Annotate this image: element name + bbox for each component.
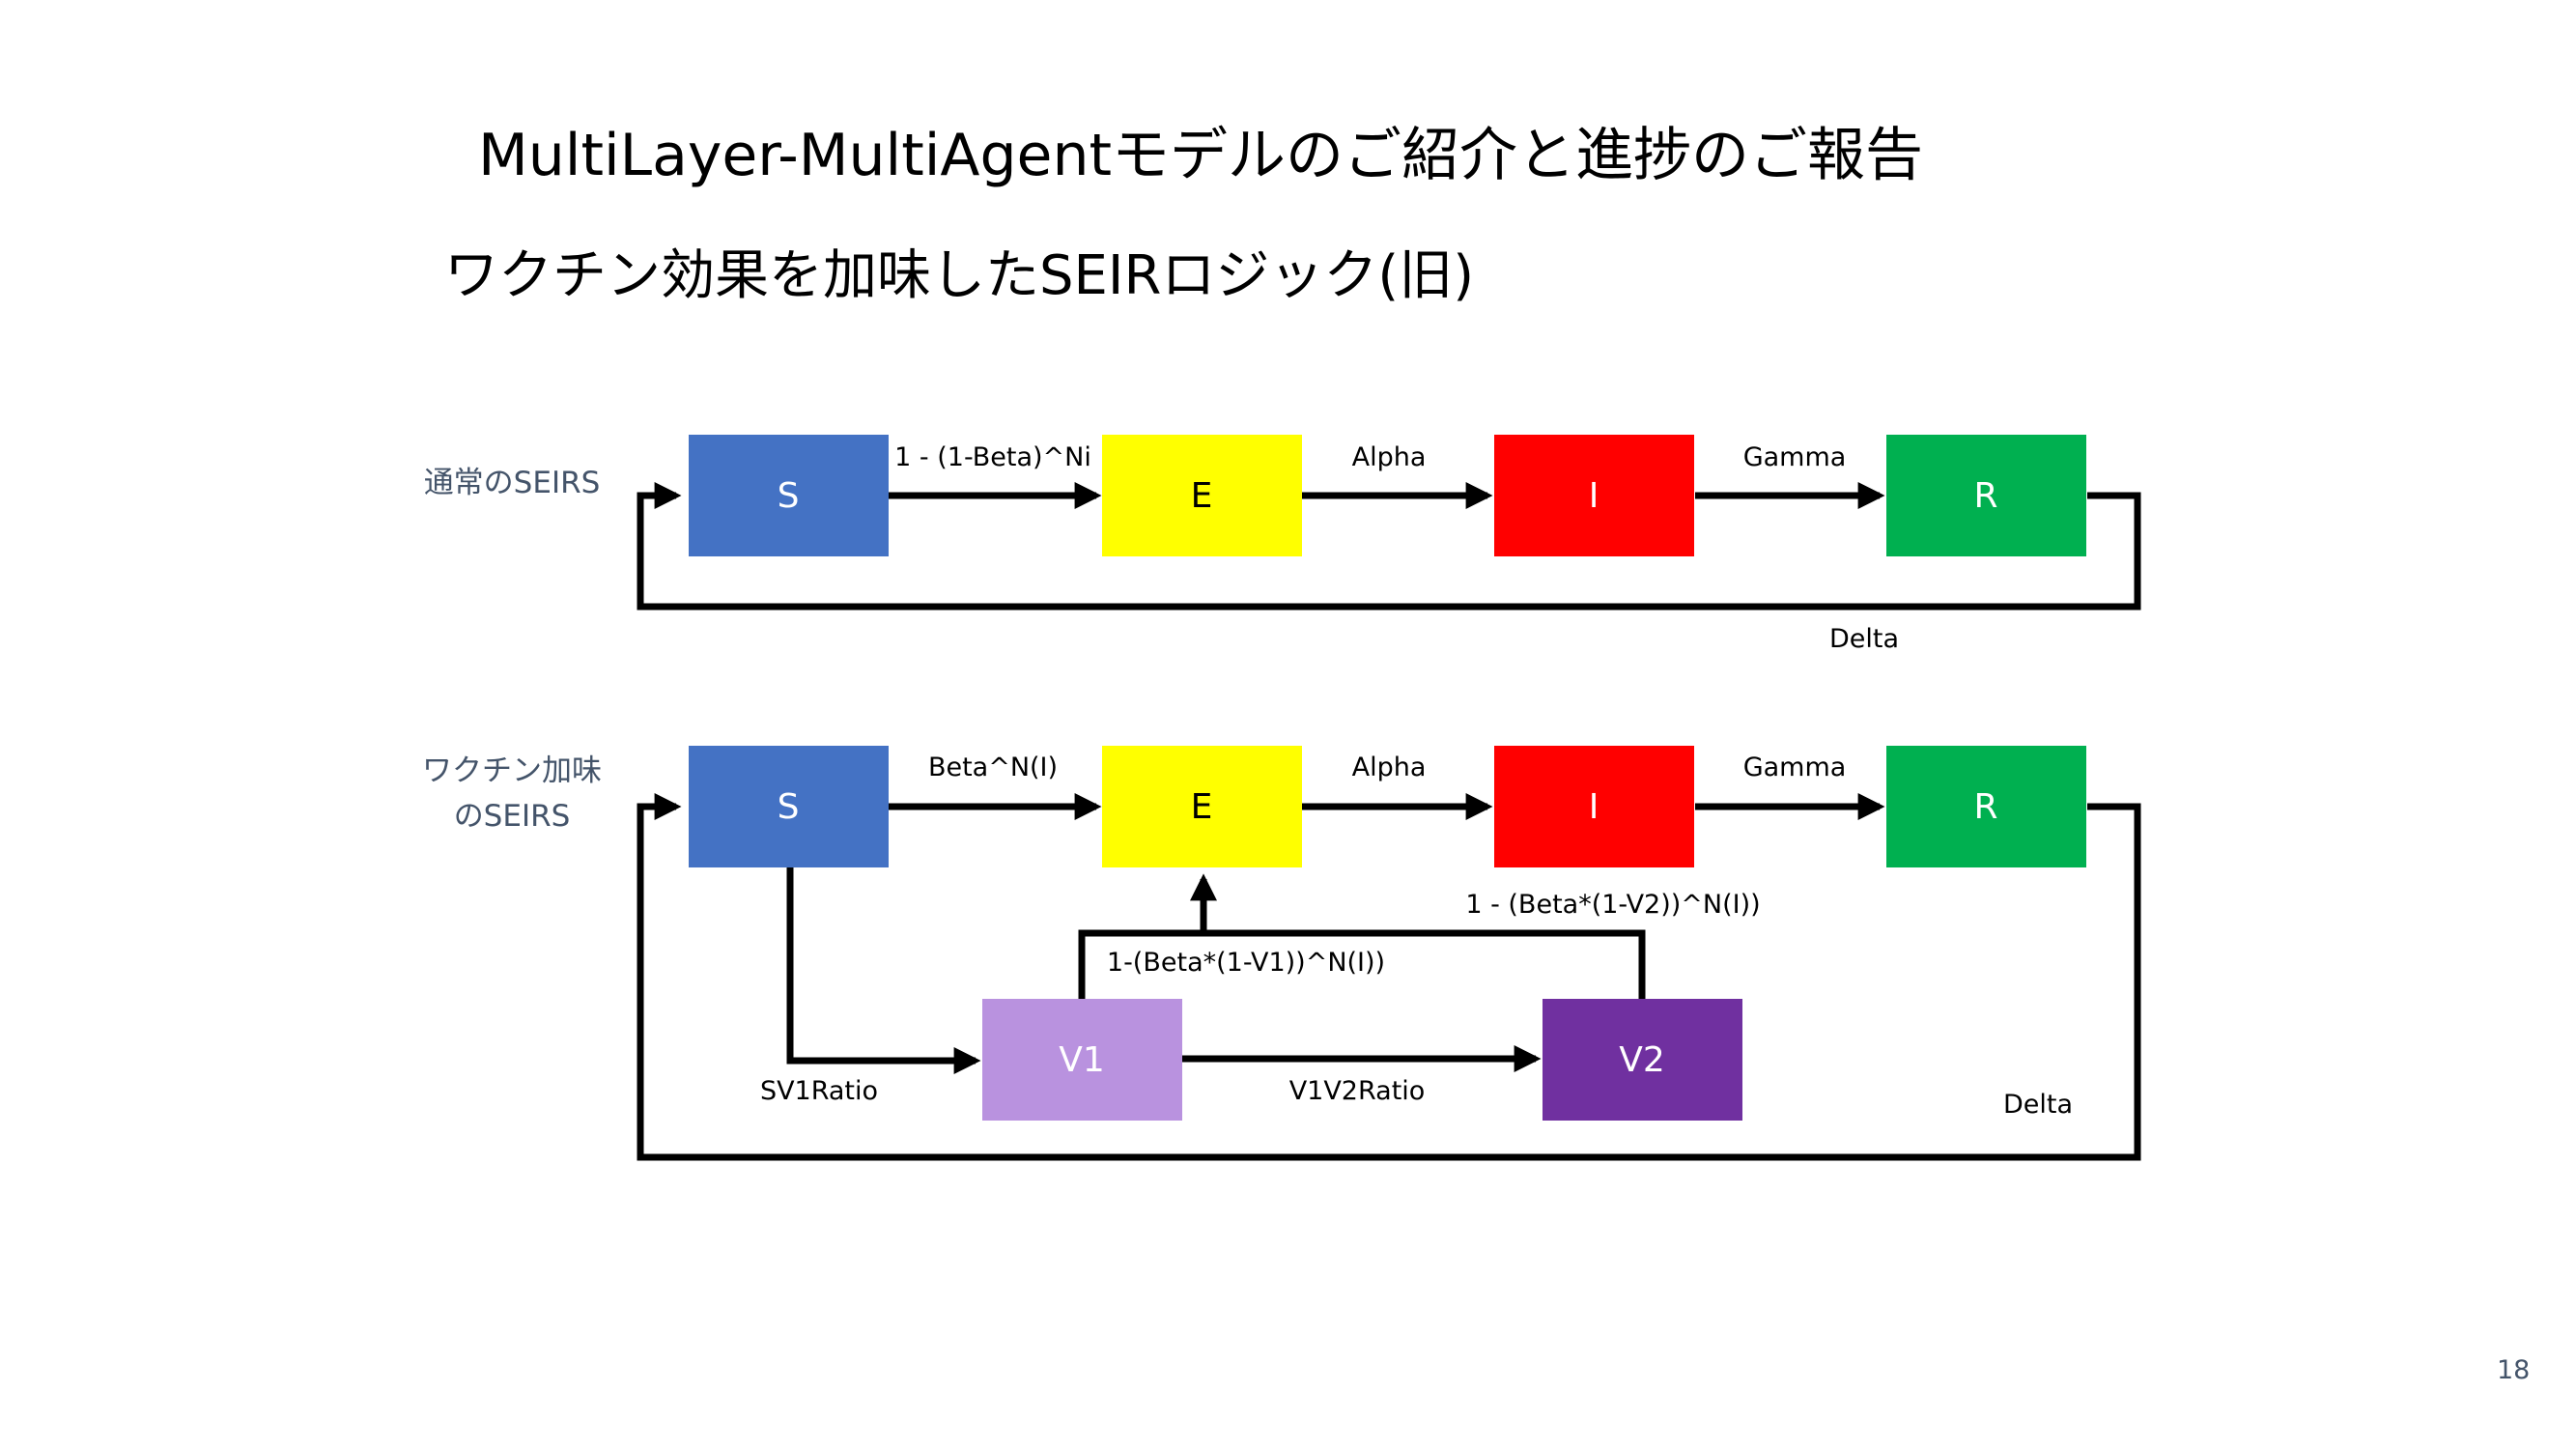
box-s-vaccine-label: S [778,787,800,827]
box-i-vaccine: I [1494,746,1694,867]
box-s-vaccine: S [689,746,889,867]
row-label-vaccine-line1: ワクチン加味 [422,753,602,788]
label-v2-to-e: 1 - (Beta*(1-V2))^N(I)) [1465,890,1760,920]
box-r-vaccine: R [1886,746,2086,867]
box-v2: V2 [1543,999,1742,1121]
edge-v1-to-e [1078,873,1217,999]
label-s-to-v1: SV1Ratio [760,1076,878,1106]
page-number: 18 [2497,1355,2531,1385]
label-i-to-r-vaccine: Gamma [1743,753,1847,782]
edge-v2-to-e [1203,929,1646,999]
label-v1-to-e: 1-(Beta*(1-V1))^N(I)) [1107,948,1385,978]
box-e-vaccine: E [1102,746,1302,867]
row-label-normal: 通常のSEIRS [424,466,601,500]
label-s-to-e-vaccine: Beta^N(I) [928,753,1058,782]
box-i-vaccine-label: I [1589,787,1599,827]
box-e-normal: E [1102,435,1302,556]
slide-subtitle: ワクチン効果を加味したSEIRロジック(旧) [444,244,1475,307]
box-r-normal-label: R [1973,476,1997,516]
box-i-normal-label: I [1589,476,1599,516]
label-e-to-i-normal: Alpha [1352,442,1427,472]
box-s-normal: S [689,435,889,556]
box-v1: V1 [982,999,1182,1121]
row-label-vaccine-line2: のSEIRS [454,799,571,834]
box-v2-label: V2 [1619,1040,1665,1080]
edge-r-to-s-normal [637,482,2141,611]
label-r-to-s-normal: Delta [1829,624,1899,654]
label-s-to-e-normal: 1 - (1-Beta)^Ni [894,442,1091,472]
box-s-normal-label: S [778,476,800,516]
label-r-to-s-vaccine: Delta [2003,1090,2073,1120]
label-e-to-i-vaccine: Alpha [1352,753,1427,782]
box-e-vaccine-label: E [1191,787,1213,827]
edge-r-to-s-vaccine [637,793,2141,1161]
box-r-vaccine-label: R [1973,787,1997,827]
label-v1-to-v2: V1V2Ratio [1289,1076,1426,1106]
box-i-normal: I [1494,435,1694,556]
slide-title: MultiLayer-MultiAgentモデルのご紹介と進捗のご報告 [478,122,1924,189]
box-e-normal-label: E [1191,476,1213,516]
label-i-to-r-normal: Gamma [1743,442,1847,472]
edge-s-to-v1 [786,867,981,1074]
box-r-normal: R [1886,435,2086,556]
box-v1-label: V1 [1059,1040,1105,1080]
